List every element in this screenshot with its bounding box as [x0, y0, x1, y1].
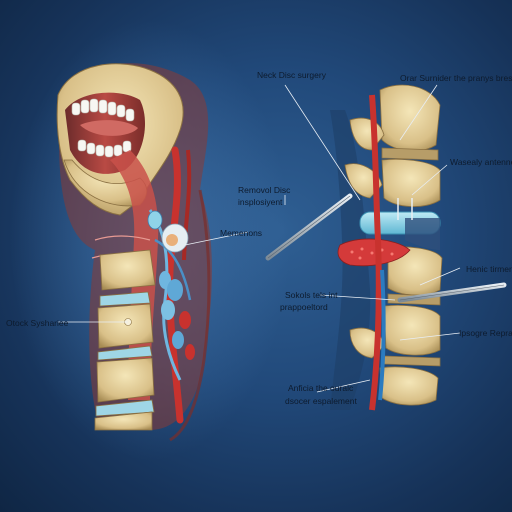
- surgical-probe-icon: [397, 282, 507, 303]
- label-anficia-2: dsocer espalement: [285, 396, 357, 406]
- nerve-structures: [147, 209, 195, 381]
- label-otck: Otock Syshariee: [6, 318, 69, 328]
- label-sokols-2: prappoeltord: [280, 302, 328, 312]
- cervical-vertebrae: [94, 249, 156, 431]
- label-implant: insplosiyent: [238, 197, 283, 207]
- label-neck-disc-surgery: Neck Disc surgery: [257, 70, 326, 80]
- label-wasealy: Wasealy antenne: [450, 157, 512, 167]
- label-anficia-1: Anficia the ouralc: [288, 383, 354, 393]
- label-ipsogre: Ipsogre Repranion: [459, 328, 512, 338]
- label-oral-surnider: Orar Surnider the pranys bres: [400, 73, 512, 83]
- right-spine-view: [265, 84, 507, 411]
- label-sokols-1: Sokols tels int: [285, 290, 338, 300]
- label-heric-tirmer: Henic tirmer: [466, 264, 512, 274]
- label-removal-disc: Removol Disc: [238, 185, 291, 195]
- left-neck-view: [10, 20, 290, 460]
- label-memenons: Memenons: [220, 228, 263, 238]
- scalpel-icon: [265, 193, 353, 261]
- leader-lines: [58, 84, 461, 393]
